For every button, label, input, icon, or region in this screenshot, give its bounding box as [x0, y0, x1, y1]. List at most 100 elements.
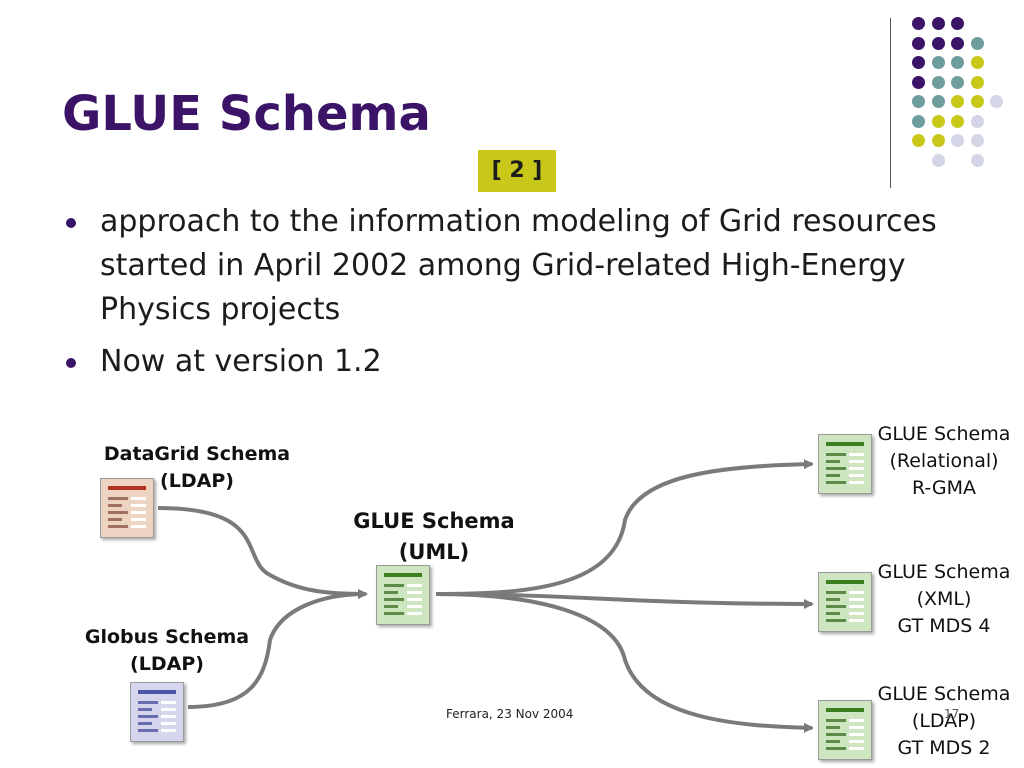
source-label-globus: Globus Schema (LDAP)	[82, 624, 252, 678]
decorative-dot	[912, 114, 925, 128]
doc-text-line	[826, 605, 846, 608]
label-line: GT MDS 4	[897, 615, 991, 637]
arrow-uml-to-relational	[435, 459, 814, 596]
label-line: R-GMA	[911, 477, 977, 499]
doc-text-line	[826, 619, 846, 622]
label-line: GLUE Schema	[877, 561, 1011, 583]
decorative-dot	[912, 95, 925, 108]
doc-text-line	[407, 584, 422, 587]
decorative-divider	[890, 18, 891, 188]
label-line: (LDAP)	[911, 710, 977, 732]
label-line: GLUE Schema	[877, 683, 1011, 705]
doc-header-bar	[826, 580, 864, 584]
decorative-dot	[912, 75, 925, 89]
arrow-uml-to-ldap	[435, 592, 814, 733]
decorative-dot	[931, 36, 945, 50]
doc-text-line	[131, 504, 146, 507]
document-icon-datagrid	[100, 478, 154, 538]
decorative-dot	[912, 17, 925, 30]
decorative-dot	[931, 95, 945, 108]
doc-header-bar	[108, 486, 146, 490]
document-icon-uml	[376, 565, 430, 625]
doc-text-line	[849, 726, 864, 729]
decorative-dot	[951, 56, 964, 69]
document-icon-globus	[130, 682, 184, 742]
decorative-dot	[912, 36, 925, 50]
label-line: (LDAP)	[160, 470, 234, 492]
doc-text-line	[826, 612, 840, 615]
arrow-datagrid-to-uml	[157, 506, 368, 599]
doc-text-line	[826, 453, 846, 456]
doc-text-line	[826, 719, 846, 722]
doc-text-line	[849, 719, 864, 722]
doc-text-line	[826, 747, 846, 750]
decorative-dot	[970, 36, 984, 50]
doc-text-line	[849, 467, 864, 470]
doc-text-line	[161, 708, 176, 711]
doc-text-line	[826, 460, 840, 463]
label-line: (Relational)	[889, 450, 999, 472]
doc-text-line	[849, 740, 864, 743]
document-icon-ldap	[818, 700, 872, 760]
doc-text-line	[131, 497, 146, 500]
doc-text-line	[849, 460, 864, 463]
doc-text-line	[849, 474, 864, 477]
center-label-uml: GLUE Schema (UML)	[342, 506, 526, 568]
decorative-dot	[931, 114, 945, 128]
document-icon-relational	[818, 434, 872, 494]
doc-text-line	[138, 722, 152, 725]
target-label-ldap: GLUE Schema (LDAP) GT MDS 2	[872, 681, 1016, 762]
doc-text-line	[849, 591, 864, 594]
decorative-dot	[931, 75, 945, 89]
doc-text-line	[161, 722, 176, 725]
doc-text-line	[108, 511, 128, 514]
doc-text-line	[108, 497, 128, 500]
doc-text-line	[849, 598, 864, 601]
label-line: DataGrid Schema	[103, 443, 291, 465]
decorative-dot	[951, 17, 964, 30]
target-label-relational: GLUE Schema (Relational) R-GMA	[872, 421, 1016, 502]
decorative-dot	[951, 95, 964, 108]
decorative-dot	[951, 134, 964, 147]
doc-text-line	[131, 511, 146, 514]
doc-text-line	[108, 518, 122, 521]
decorative-dot	[970, 56, 984, 69]
doc-text-line	[849, 481, 864, 484]
doc-text-line	[849, 453, 864, 456]
doc-text-line	[849, 605, 864, 608]
doc-text-line	[407, 605, 422, 608]
doc-text-line	[826, 591, 846, 594]
doc-header-bar	[826, 442, 864, 446]
label-line: (LDAP)	[130, 653, 204, 675]
source-label-datagrid: DataGrid Schema (LDAP)	[102, 441, 292, 495]
label-line: (UML)	[398, 540, 470, 564]
doc-text-line	[849, 747, 864, 750]
doc-text-line	[131, 518, 146, 521]
doc-text-line	[138, 708, 152, 711]
decorative-dot	[912, 134, 925, 147]
target-label-xml: GLUE Schema (XML) GT MDS 4	[872, 559, 1016, 640]
arrow-globus-to-uml	[187, 589, 368, 709]
doc-text-line	[407, 598, 422, 601]
label-line: GLUE Schema	[353, 509, 515, 533]
label-line: (XML)	[916, 588, 972, 610]
reference-badge: [ 2 ]	[478, 150, 556, 192]
doc-text-line	[407, 612, 422, 615]
footer-text: Ferrara, 23 Nov 2004	[446, 707, 574, 721]
decorative-dot	[951, 75, 964, 89]
decorative-dot	[970, 75, 984, 89]
decorative-dot	[931, 153, 945, 167]
decorative-dot	[951, 36, 964, 50]
decorative-dot	[990, 95, 1003, 108]
doc-text-line	[384, 584, 404, 587]
doc-text-line	[384, 605, 398, 608]
doc-text-line	[138, 701, 158, 704]
label-line: Globus Schema	[84, 626, 250, 648]
doc-text-line	[138, 729, 158, 732]
decorative-dot	[970, 153, 984, 167]
page-number: 17	[944, 707, 960, 721]
decorative-dot	[931, 134, 945, 147]
decorative-dot	[931, 56, 945, 69]
doc-text-line	[384, 591, 398, 594]
